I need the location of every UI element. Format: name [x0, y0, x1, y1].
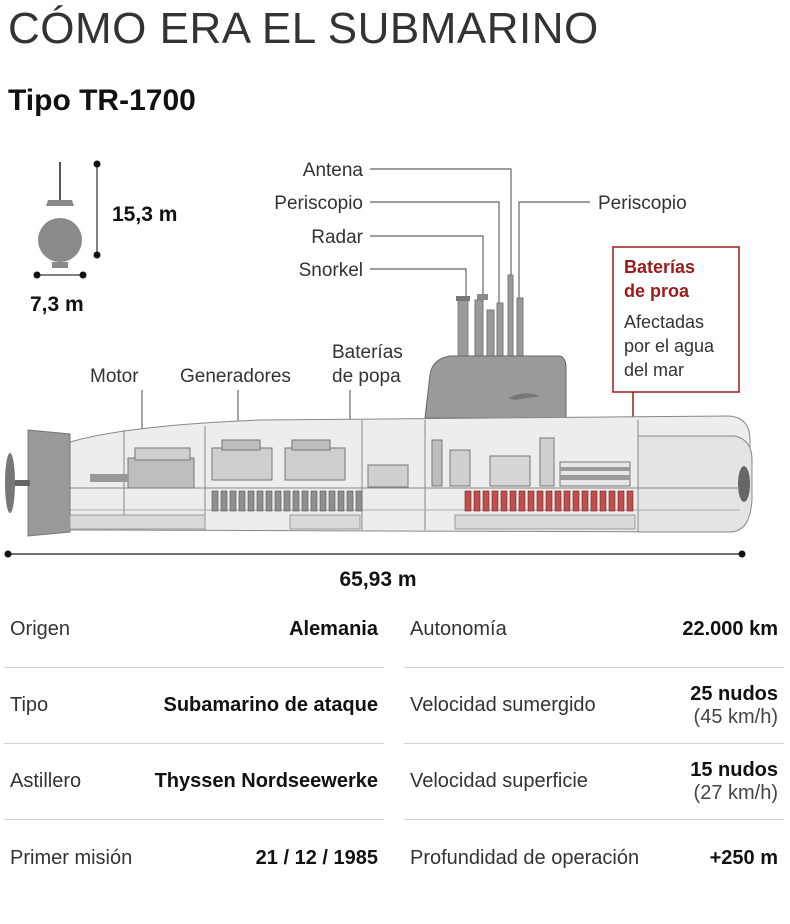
- spec-value: 22.000 km: [682, 618, 778, 640]
- spec-row: Velocidad sumergido 25 nudos(45 km/h): [404, 668, 784, 744]
- annotation-title-1: Baterías: [624, 257, 695, 277]
- spec-key: Profundidad de operación: [410, 846, 640, 869]
- battery-cell: [590, 490, 598, 512]
- battery-cell: [554, 490, 562, 512]
- battery-cell: [608, 490, 616, 512]
- spec-value: Alemania: [289, 618, 378, 640]
- label-baterias-popa-2: de popa: [332, 366, 401, 387]
- height-dimension: 15,3 m: [112, 203, 177, 226]
- battery-cell: [491, 490, 499, 512]
- spec-row: Velocidad superficie 15 nudos(27 km/h): [404, 744, 784, 820]
- spec-key: Astillero: [10, 770, 82, 792]
- label-antena: Antena: [303, 160, 364, 181]
- submarine-diagram: 15,3 m 7,3 m Antena Periscopio Radar Sno…: [4, 160, 753, 590]
- battery-cell: [256, 490, 264, 512]
- spec-value-sub: (27 km/h): [693, 781, 778, 804]
- spec-value: 15 nudos: [690, 758, 778, 781]
- battery-cell: [283, 490, 291, 512]
- annotation-text-1: Afectadas: [624, 312, 704, 332]
- battery-cell: [626, 490, 634, 512]
- length-dimension: 65,93 m: [4, 550, 746, 590]
- label-snorkel: Snorkel: [299, 260, 363, 281]
- battery-cell: [536, 490, 544, 512]
- battery-cell: [265, 490, 273, 512]
- battery-cell: [509, 490, 517, 512]
- battery-cell: [211, 490, 219, 512]
- battery-cell: [247, 490, 255, 512]
- battery-cell: [581, 490, 589, 512]
- battery-cell: [337, 490, 345, 512]
- mast-labels: Antena Periscopio Radar Snorkel Periscop…: [274, 160, 687, 305]
- forward-batteries: [464, 490, 634, 512]
- spec-row: Primer misión 21 / 12 / 1985: [4, 820, 384, 896]
- battery-cell: [464, 490, 472, 512]
- label-radar: Radar: [311, 227, 363, 248]
- spec-value-sub: (45 km/h): [693, 705, 778, 728]
- spec-value: Subamarino de ataque: [163, 694, 379, 716]
- battery-cell: [238, 490, 246, 512]
- battery-cell: [301, 490, 309, 512]
- width-dimension: 7,3 m: [30, 293, 84, 316]
- cross-section: 15,3 m 7,3 m: [30, 160, 177, 316]
- spec-row: Astillero Thyssen Nordseewerke: [4, 744, 384, 820]
- spec-key: Tipo: [10, 694, 49, 716]
- annotation-box: Baterías de proa Afectadas por el agua d…: [612, 246, 740, 488]
- battery-cell: [220, 490, 228, 512]
- spec-key: Autonomía: [410, 618, 507, 640]
- battery-cell: [527, 490, 535, 512]
- length-label: 65,93 m: [339, 568, 416, 590]
- annotation-text-3: del mar: [624, 360, 684, 380]
- label-motor: Motor: [90, 366, 139, 387]
- battery-cell: [563, 490, 571, 512]
- battery-cell: [346, 490, 354, 512]
- page-subtitle: Tipo TR-1700: [8, 84, 196, 117]
- battery-cell: [310, 490, 318, 512]
- battery-cell: [617, 490, 625, 512]
- label-periscopio-left: Periscopio: [274, 193, 363, 214]
- battery-cell: [545, 490, 553, 512]
- label-periscopio-right: Periscopio: [598, 193, 687, 214]
- label-baterias-popa-1: Baterías: [332, 342, 403, 363]
- battery-cell: [319, 490, 327, 512]
- aft-batteries: [211, 490, 363, 512]
- battery-cell: [599, 490, 607, 512]
- annotation-text-2: por el agua: [624, 336, 715, 356]
- page-title: CÓMO ERA EL SUBMARINO: [8, 4, 599, 53]
- spec-value: Thyssen Nordseewerke: [154, 770, 378, 792]
- battery-cell: [482, 490, 490, 512]
- specs-right-table: Autonomía 22.000 km Velocidad sumergido 25 …: [404, 592, 784, 896]
- spec-value: 21 / 12 / 1985: [255, 846, 378, 869]
- battery-cell: [500, 490, 508, 512]
- spec-value: 25 nudos: [690, 682, 778, 705]
- spec-row: Origen Alemania: [4, 592, 384, 668]
- battery-cell: [229, 490, 237, 512]
- label-generadores: Generadores: [180, 366, 291, 387]
- battery-cell: [274, 490, 282, 512]
- spec-key: Velocidad superficie: [410, 770, 588, 792]
- battery-cell: [355, 490, 363, 512]
- spec-row: Profundidad de operación +250 m: [404, 820, 784, 896]
- spec-key: Primer misión: [10, 846, 133, 869]
- spec-key: Origen: [10, 618, 71, 640]
- spec-key: Velocidad sumergido: [410, 694, 596, 716]
- spec-row: Autonomía 22.000 km: [404, 592, 784, 668]
- battery-cell: [473, 490, 481, 512]
- compartment-labels: Motor Generadores Baterías de popa: [90, 342, 403, 485]
- spec-value-group: 15 nudos(27 km/h): [690, 759, 778, 805]
- spec-value-group: 25 nudos(45 km/h): [690, 683, 778, 729]
- battery-cell: [328, 490, 336, 512]
- spec-row: Tipo Subamarino de ataque: [4, 668, 384, 744]
- battery-cell: [292, 490, 300, 512]
- battery-cell: [518, 490, 526, 512]
- submarine-side-view: [5, 274, 753, 537]
- spec-value: +250 m: [709, 846, 778, 869]
- battery-cell: [572, 490, 580, 512]
- annotation-title-2: de proa: [624, 281, 690, 301]
